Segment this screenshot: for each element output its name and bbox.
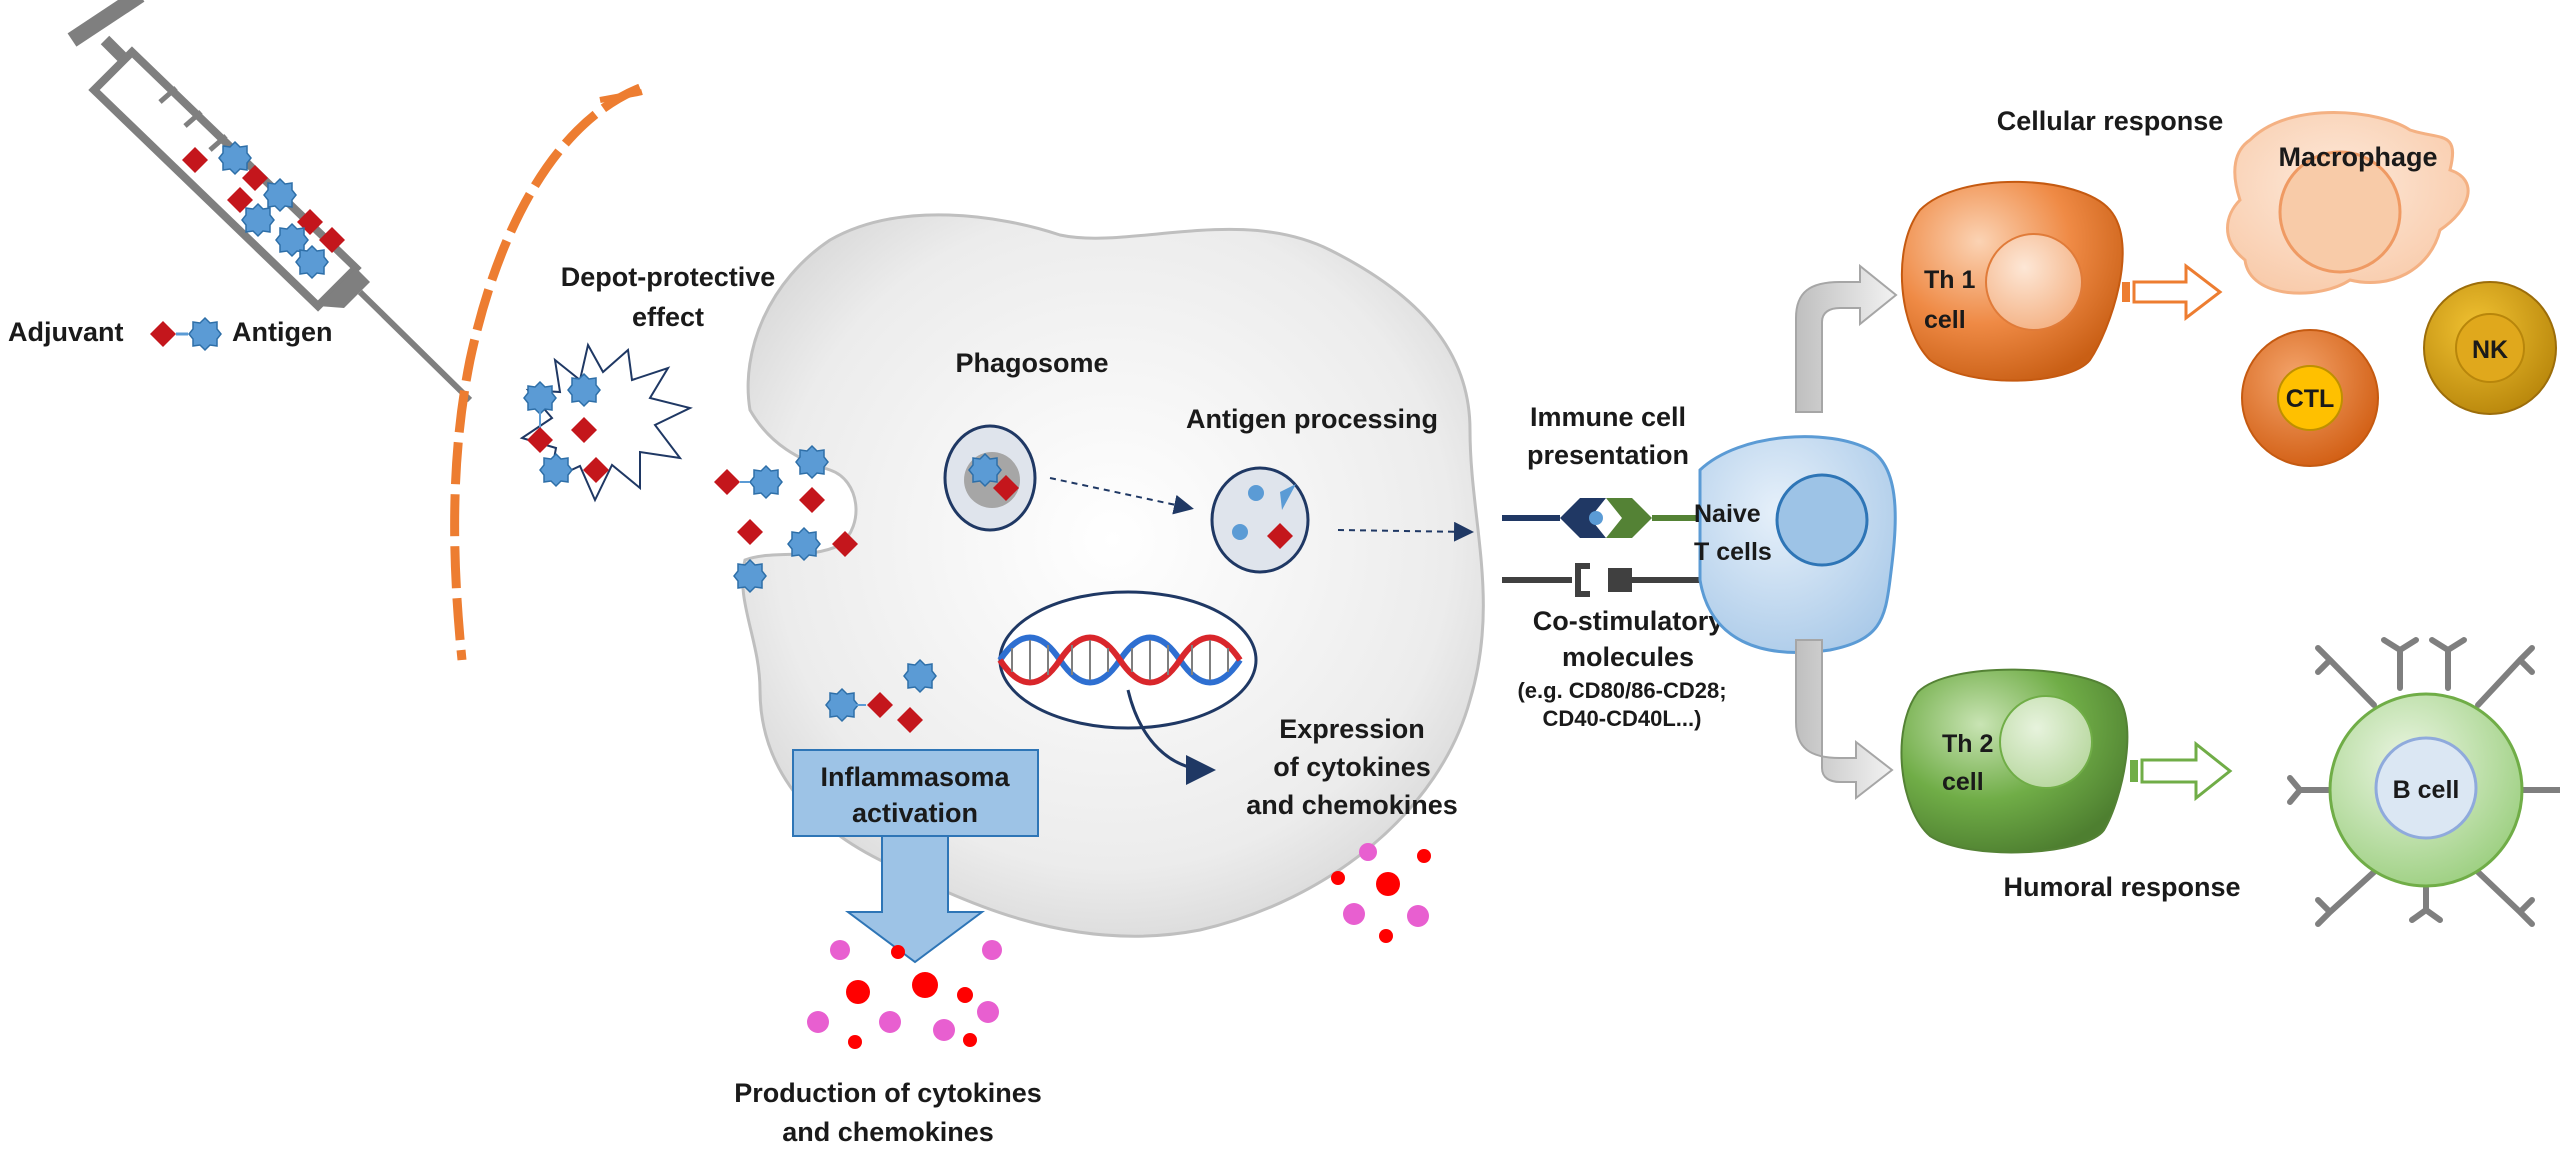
naive-t-cell: Naive T cells: [1694, 435, 1897, 654]
ctl-label: CTL: [2286, 385, 2335, 413]
th2-cell: Th 2 cell: [1900, 668, 2129, 854]
costim-label-line2: molecules: [1562, 642, 1694, 672]
mhc-tcr-complex: [1502, 498, 1700, 538]
dna-icon: [997, 590, 1258, 730]
antigen-icon: [188, 317, 222, 351]
expression-label-line2: of cytokines: [1273, 752, 1431, 782]
processing-vesicle: [1210, 466, 1310, 574]
th2-label-line2: cell: [1942, 768, 1984, 796]
nk-cell: NK: [2423, 281, 2557, 415]
immune-presentation-label-line2: presentation: [1527, 440, 1689, 470]
costimulatory-molecules: [1502, 563, 1700, 597]
macrophage-cell: Macrophage: [2226, 111, 2470, 295]
nk-label: NK: [2472, 336, 2508, 364]
cytokine-dots-bottom: [807, 940, 1002, 1049]
cellular-response-label: Cellular response: [1997, 106, 2224, 136]
phagosome: [943, 424, 1037, 532]
depot-starburst: [519, 342, 693, 503]
costim-label-line3: (e.g. CD80/86-CD28;: [1517, 678, 1726, 703]
naive-label-line1: Naive: [1694, 500, 1761, 528]
arrow-to-th1: [1795, 263, 1898, 413]
arrow-th1-to-effectors: [2122, 262, 2223, 322]
expression-label-line1: Expression: [1279, 714, 1425, 744]
inflammasome-arrow: [844, 835, 986, 964]
legend-adjuvant-label: Adjuvant: [8, 317, 124, 347]
adjuvant-icon: [150, 321, 176, 347]
th1-cell: Th 1 cell: [1900, 180, 2124, 382]
arrow-to-th2: [1795, 639, 1894, 801]
naive-label-line2: T cells: [1694, 538, 1772, 566]
macrophage-label: Macrophage: [2278, 142, 2437, 172]
depot-label-line2: effect: [632, 302, 704, 332]
legend: Adjuvant Antigen: [8, 317, 333, 351]
inflammasome-box: Inflammasoma activation: [792, 749, 1039, 837]
inflammasome-label-line2: activation: [852, 798, 978, 828]
production-label-line2: and chemokines: [782, 1117, 994, 1147]
cytokine-dots-right: [1331, 843, 1431, 943]
immune-presentation-label-line1: Immune cell: [1530, 402, 1686, 432]
production-label-line1: Production of cytokines: [734, 1078, 1042, 1108]
depot-label-line1: Depot-protective: [561, 262, 776, 292]
th2-label-line1: Th 2: [1942, 730, 1993, 758]
humoral-response-label: Humoral response: [2003, 872, 2240, 902]
antigen-processing-label: Antigen processing: [1186, 404, 1438, 434]
arrow-th2-to-bcell: [2130, 740, 2233, 802]
phagosome-label: Phagosome: [955, 348, 1108, 378]
free-antigens: [714, 445, 858, 593]
skin-barrier: [450, 83, 642, 661]
ctl-cell: CTL: [2241, 329, 2379, 467]
costim-label-line4: CD40-CD40L...): [1543, 706, 1702, 731]
th1-label-line2: cell: [1924, 306, 1966, 334]
costim-label-line1: Co-stimulatory: [1533, 606, 1724, 636]
internal-antigens: [825, 659, 937, 733]
legend-antigen-label: Antigen: [232, 317, 333, 347]
th1-label-line1: Th 1: [1924, 266, 1975, 294]
bcell-label: B cell: [2393, 776, 2460, 804]
expression-label-line3: and chemokines: [1246, 790, 1458, 820]
b-cell: B cell: [2287, 637, 2560, 927]
inflammasome-label-line1: Inflammasoma: [820, 762, 1010, 792]
